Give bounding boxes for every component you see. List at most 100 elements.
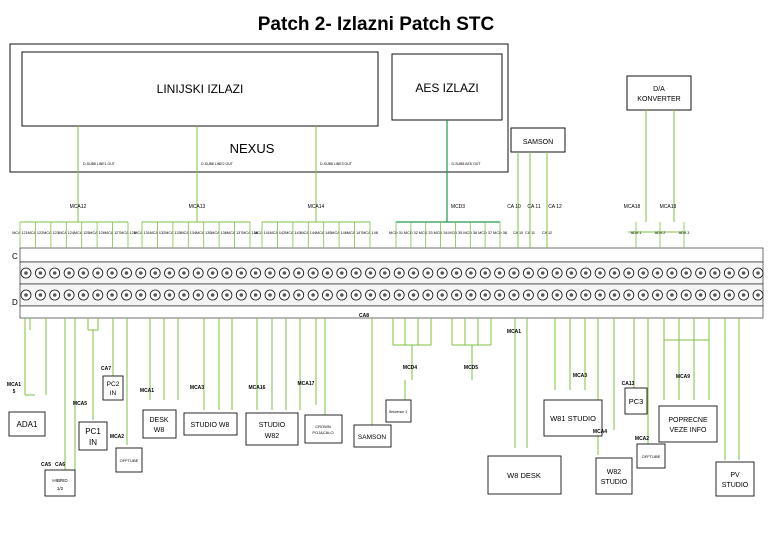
label-ca5: CA5 [41,462,51,468]
patch-jack-hole [167,271,172,275]
patch-jack-hole [411,271,416,275]
patch-jack-hole [627,271,631,275]
studio-w8-label: STUDIO W8 [191,422,230,429]
label-mca2: MCA2 [110,434,124,440]
studio-w82-label-1: STUDIO [259,422,286,429]
label-mca9: MCA9 [676,374,690,380]
label-mca1-5b: 5 [13,389,16,395]
patch-jack-hole [741,293,746,297]
patch-jacks [20,267,764,301]
desk-w8-label-2: W8 [154,427,165,434]
row-c-label: C [12,252,18,261]
patch-jack-hole [196,271,200,275]
patch-jack-hole [569,271,574,275]
patch-jack-hole [81,293,86,297]
w8-desk-label: W8 DESK [507,471,541,480]
patch-jack-hole [124,271,129,275]
nexus-label: NEXUS [230,141,275,156]
da-konverter-line2: KONVERTER [637,96,680,103]
patch-jack-hole [756,271,760,275]
patch-jack-hole [153,271,157,275]
crown-label-1: CROWN [315,424,331,429]
patch-jack-hole [225,271,229,275]
offtube-left-label: OFFTUBE [120,458,139,463]
linijski-izlazi-box [21,51,379,127]
patch-jack-hole [139,293,143,297]
samson-top-label: SAMSON [523,139,553,146]
w82-studio-label-1: W82 [607,469,622,476]
patch-jack-hole [397,271,402,275]
patch-jack-hole [38,271,43,275]
patch-jack-hole [641,271,645,275]
page-title: Patch 2- Izlazni Patch STC [258,14,495,35]
patch-jack-hole [670,271,674,275]
patch-jack-hole [713,293,717,297]
patch-jack-hole [282,293,287,297]
patch-jack-hole [512,293,516,297]
label-ca8: CA8 [359,313,369,319]
patch-jack-hole [311,271,315,275]
patch-jack-hole [325,293,330,297]
patch-jack-hole [96,293,100,297]
label-mcd5: MCD5 [464,365,478,371]
patch-jack-hole [555,271,559,275]
w82-studio-label-2: STUDIO [601,479,628,486]
patch-jack-hole [684,271,688,275]
samson-top-box [510,127,566,153]
patch-jack-hole [555,293,559,297]
patch-jack-hole [52,271,57,275]
patch-jack-hole [497,293,502,297]
patch-jack-hole [268,271,272,275]
bottom-device-boxes [8,375,755,497]
studio-w82-label-2: W82 [265,433,280,440]
bus-ca10: CA 10 [507,204,521,210]
label-mca4: MCA4 [593,429,607,435]
bus-mca18a: MCA18 [624,204,641,210]
label-mca3: MCA3 [190,385,204,391]
dsub-label-1: D-SUB8 LINE1 OUT [83,162,116,166]
patch-jack-hole [569,293,574,297]
patch-jack-hole [440,293,445,297]
label-mca17: MCA17 [298,381,315,387]
patch-jack-hole [139,271,143,275]
patch-jack-hole [756,293,760,297]
patch-jack-hole [698,293,703,297]
hibrid-label-1: HIBRID [52,478,68,483]
label-mcd4: MCD4 [403,365,417,371]
patch-jack-hole [96,271,100,275]
patch-jack-hole [512,271,516,275]
patch-jack-hole [426,293,430,297]
patch-jack-hole [167,293,172,297]
hibrid-label-2: 1/2 [57,486,64,491]
poprecne-veze-label-1: POPRECNE [668,417,708,424]
pc2-label-2: IN [110,390,117,397]
label-mca2-right: MCA2 [635,436,649,442]
patch-jack-hole [584,293,588,297]
bus-mca13: MCA13 [189,204,206,210]
patch-jack-hole [727,293,732,297]
patch-jack-hole [368,271,373,275]
patch-jack-hole [354,293,358,297]
patch-jack-hole [497,271,502,275]
patch-row-d [19,283,764,319]
patch-jack-hole [340,293,344,297]
patch-jack-hole [426,271,430,275]
pc2-label-1: PC2 [107,381,120,388]
patch-jack-hole [67,293,71,297]
patch-jack-hole [196,293,200,297]
pc3-label: PC3 [629,397,644,406]
bus-mca14: MCA14 [308,204,325,210]
patch-jack-hole [612,293,617,297]
patch-jack-hole [296,271,301,275]
patch-jack-hole [24,271,28,275]
bus-mca12: MCA12 [70,204,87,210]
dsub-label-4: D-SUB8 AES OUT [452,162,482,166]
patch-jack-hole [540,293,545,297]
patch-jack-hole [612,271,617,275]
da-konverter-box [626,75,692,111]
patch-jack-hole [311,293,315,297]
patch-jack-hole [727,271,732,275]
label-mca3-right: MCA3 [573,373,587,379]
